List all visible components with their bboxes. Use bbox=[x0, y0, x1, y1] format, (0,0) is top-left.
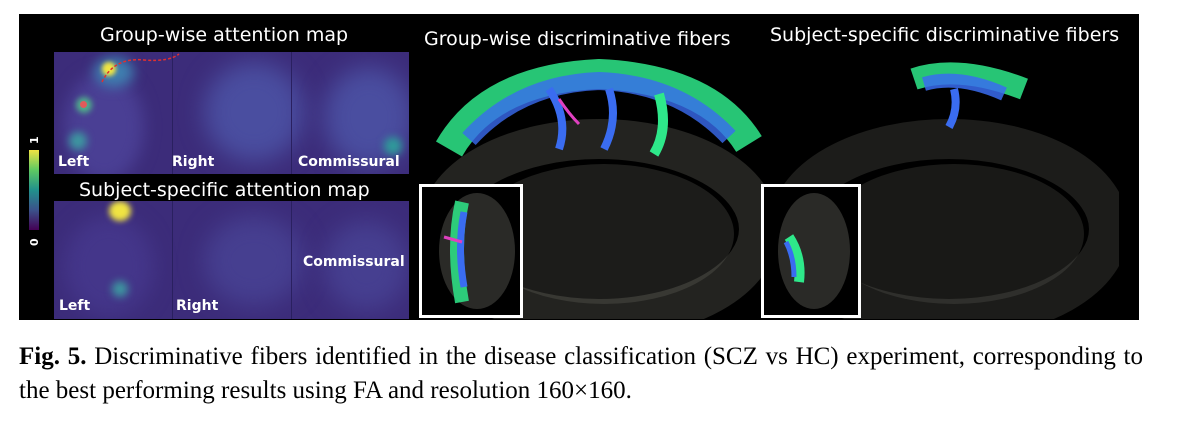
subject-map-left-label: Left bbox=[59, 298, 91, 314]
figure-panel: 1 0 Group-wise attention map Left Right … bbox=[19, 14, 1139, 320]
figure-caption: Fig. 5. Discriminative fibers identified… bbox=[19, 340, 1143, 408]
subject-attention-title: Subject-specific attention map bbox=[79, 179, 370, 201]
caption-text: Discriminative fibers identified in the … bbox=[19, 343, 1143, 404]
attention-outline bbox=[101, 53, 180, 83]
group-fibers-inset bbox=[419, 184, 523, 318]
group-map-right-label: Right bbox=[172, 154, 215, 170]
colorbar-max-label: 1 bbox=[28, 136, 41, 144]
group-attention-heatmap bbox=[54, 52, 409, 174]
caption-label: Fig. 5. bbox=[19, 343, 87, 370]
subject-fibers-title: Subject-specific discriminative fibers bbox=[770, 24, 1120, 46]
subject-map-commissural-label: Commissural bbox=[303, 254, 405, 270]
subject-fibers-inset bbox=[761, 184, 861, 318]
subject-attention-heatmap bbox=[54, 201, 409, 319]
group-fibers-title: Group-wise discriminative fibers bbox=[424, 28, 731, 50]
group-map-left-label: Left bbox=[58, 154, 90, 170]
subject-map-right-label: Right bbox=[176, 298, 219, 314]
group-attention-title: Group-wise attention map bbox=[100, 24, 349, 46]
colorbar bbox=[29, 150, 39, 230]
group-map-commissural-label: Commissural bbox=[298, 154, 400, 170]
colorbar-min-label: 0 bbox=[28, 238, 41, 246]
